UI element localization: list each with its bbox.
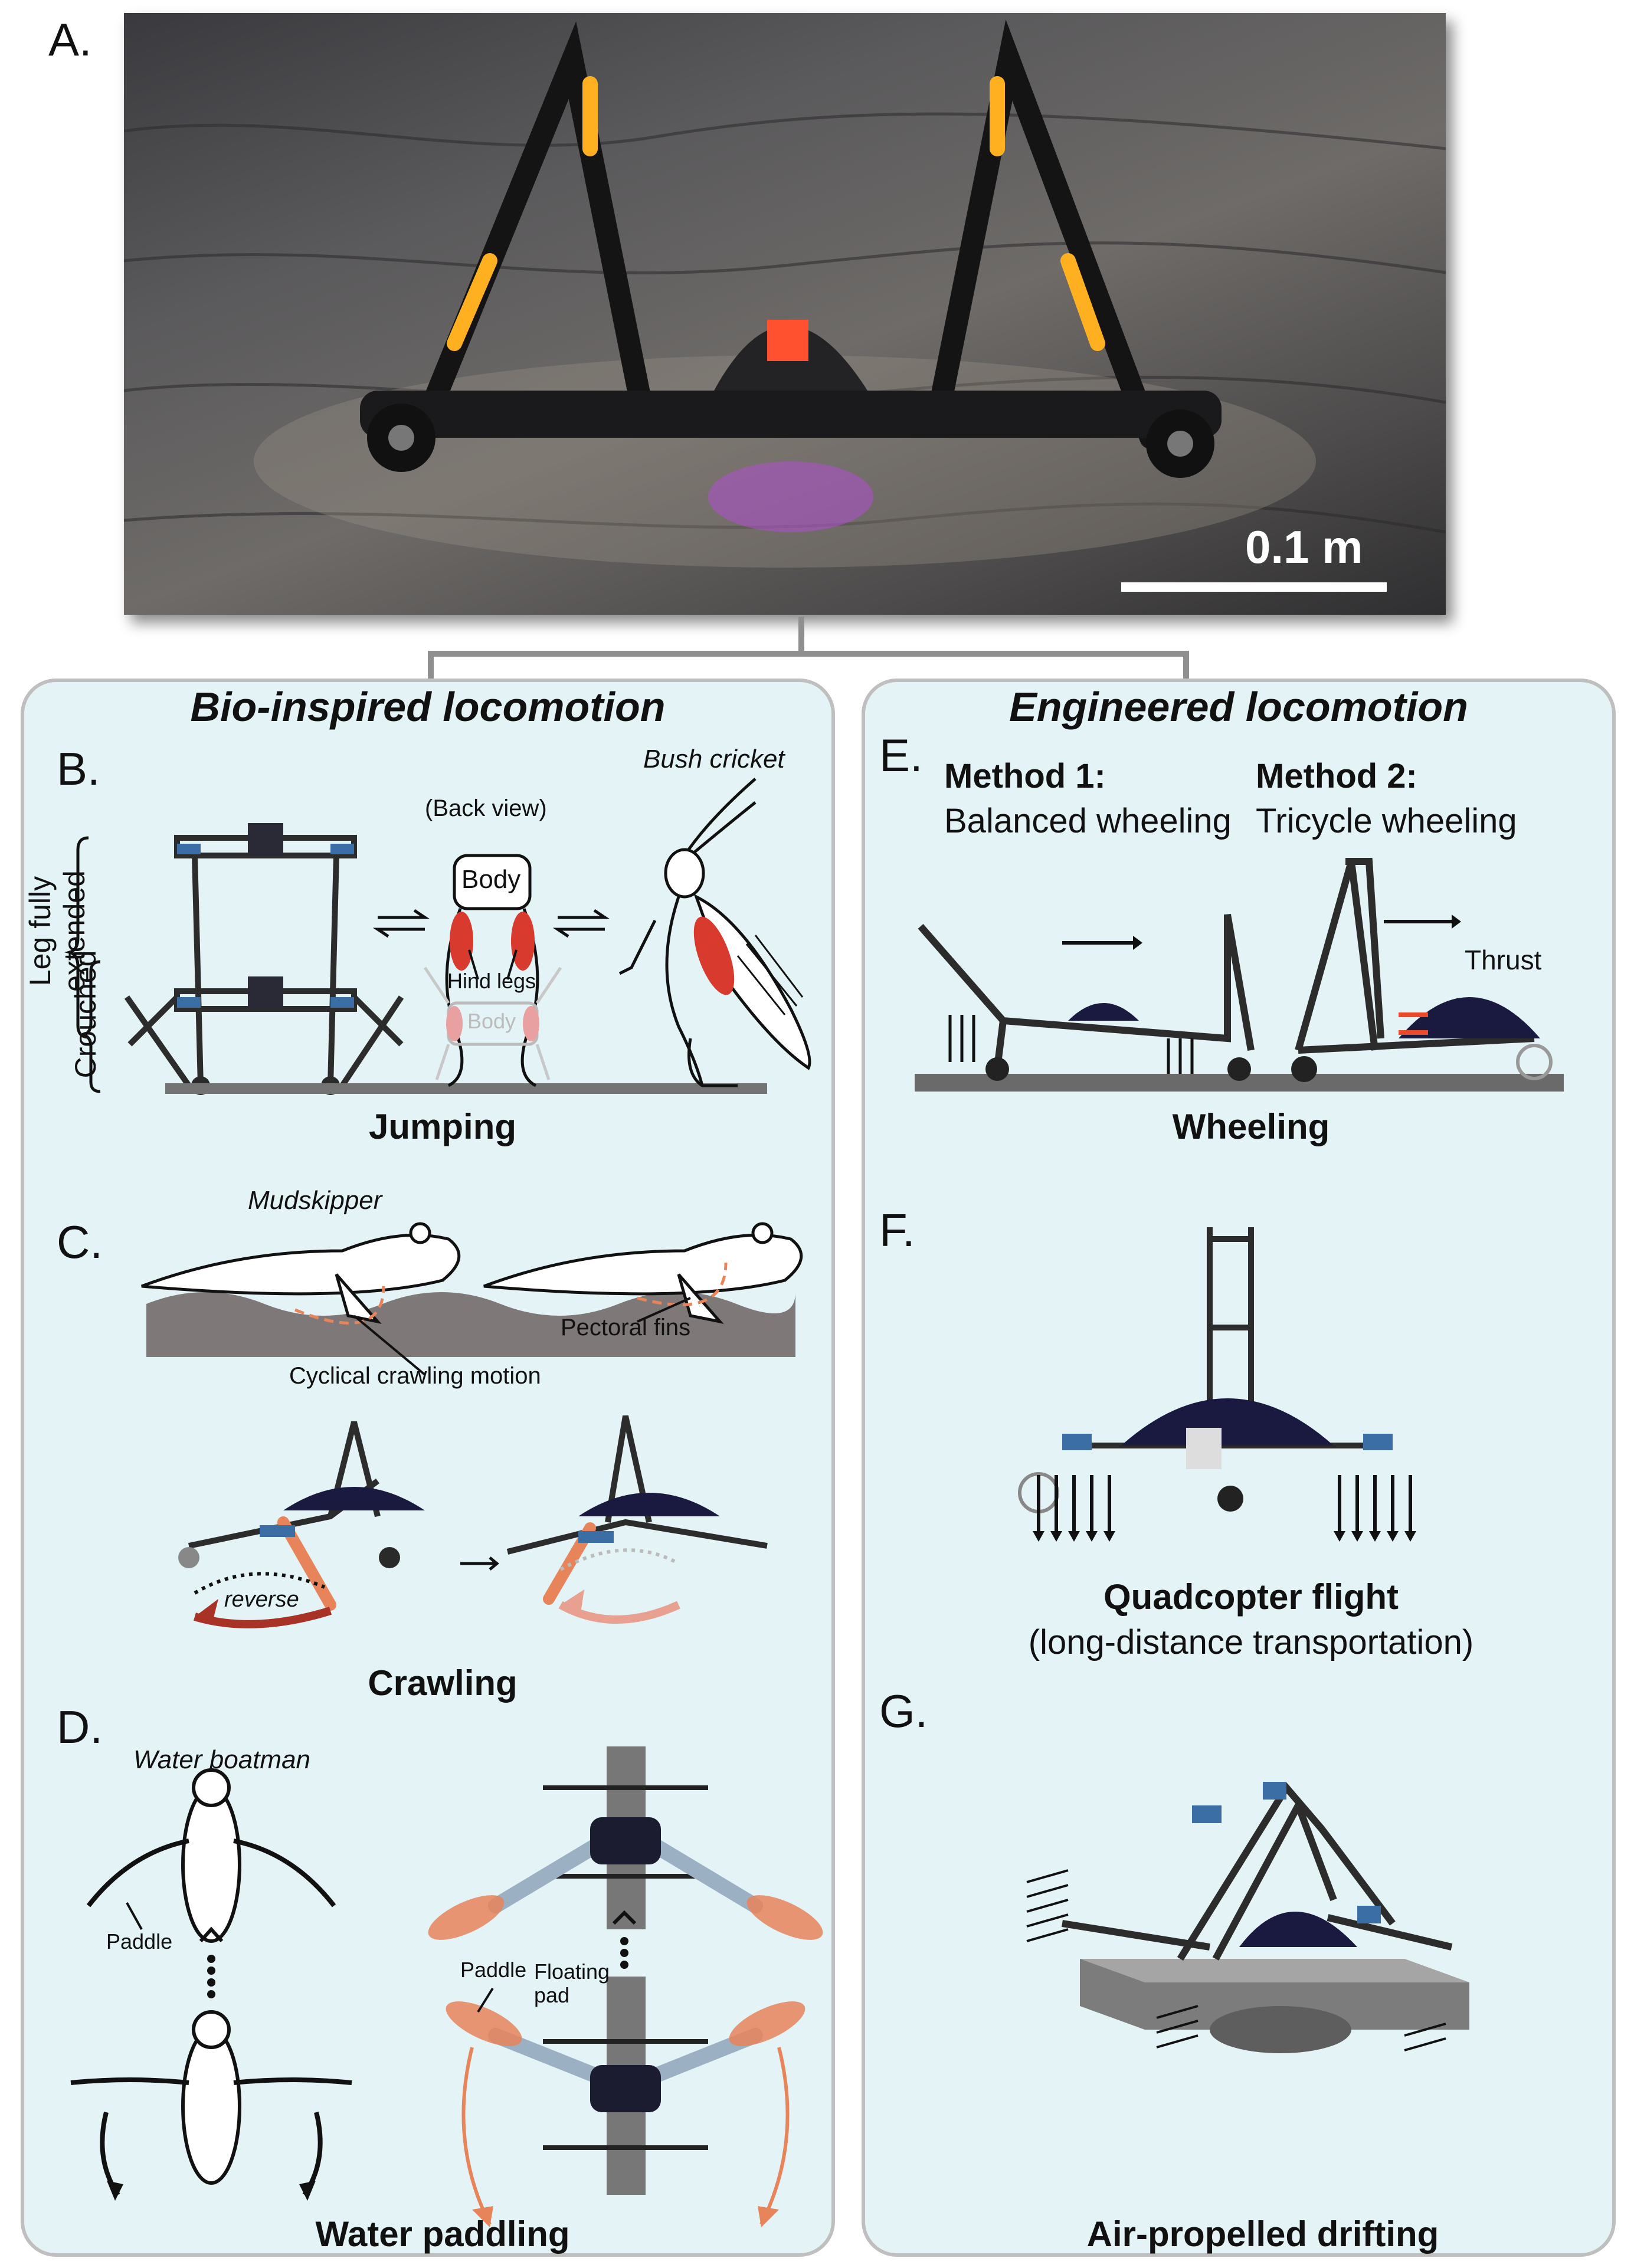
panel-a-photo: 0.1 m — [124, 13, 1446, 615]
panel-connector — [428, 617, 1189, 679]
panel-b-label: B. — [57, 743, 100, 795]
pectoral-fins-label: Pectoral fins — [561, 1315, 691, 1341]
wheeling-caption: Wheeling — [1172, 1107, 1330, 1146]
scale-bar-label: 0.1 m — [1245, 521, 1363, 573]
bio-panel-title: Bio-inspired locomotion — [190, 684, 666, 730]
method2-desc: Tricycle wheeling — [1256, 802, 1517, 840]
water-boatman-label: Water boatman — [133, 1745, 311, 1774]
reverse-label: reverse — [224, 1587, 299, 1612]
hind-legs-label: Hind legs — [447, 969, 536, 993]
method1-title: Method 1: — [944, 757, 1106, 795]
eng-panel-title: Engineered locomotion — [1009, 684, 1468, 730]
panel-f-label: F. — [879, 1204, 915, 1256]
panel-d-label: D. — [57, 1701, 103, 1753]
thrust-label: Thrust — [1465, 945, 1542, 975]
water-paddling-caption: Water paddling — [315, 2214, 570, 2254]
paddle-label-left: Paddle — [106, 1929, 173, 1954]
mudskipper-label: Mudskipper — [248, 1186, 382, 1215]
floating-pad-label: Floating pad — [534, 1959, 610, 2007]
cyclical-motion-label: Cyclical crawling motion — [289, 1363, 541, 1389]
body-ghost-label: Body — [467, 1009, 516, 1033]
quadcopter-subcaption: (long-distance transportation) — [1028, 1623, 1474, 1661]
panel-a-label: A. — [48, 14, 92, 65]
bush-cricket-label: Bush cricket — [643, 745, 785, 774]
panel-e-label: E. — [879, 729, 923, 781]
panel-c-label: C. — [57, 1216, 103, 1268]
jumping-caption: Jumping — [369, 1107, 516, 1146]
robot-photo-illustration — [124, 19, 1446, 592]
quadcopter-caption: Quadcopter flight — [1103, 1577, 1399, 1617]
crawling-caption: Crawling — [368, 1663, 518, 1703]
drifting-caption: Air-propelled drifting — [1086, 2214, 1439, 2254]
back-view-label: (Back view) — [425, 795, 547, 821]
method2-title: Method 2: — [1256, 757, 1417, 795]
paddle-label-right: Paddle — [460, 1958, 527, 1982]
method1-desc: Balanced wheeling — [944, 802, 1232, 840]
body-label: Body — [461, 865, 521, 894]
panel-g-label: G. — [879, 1685, 928, 1737]
